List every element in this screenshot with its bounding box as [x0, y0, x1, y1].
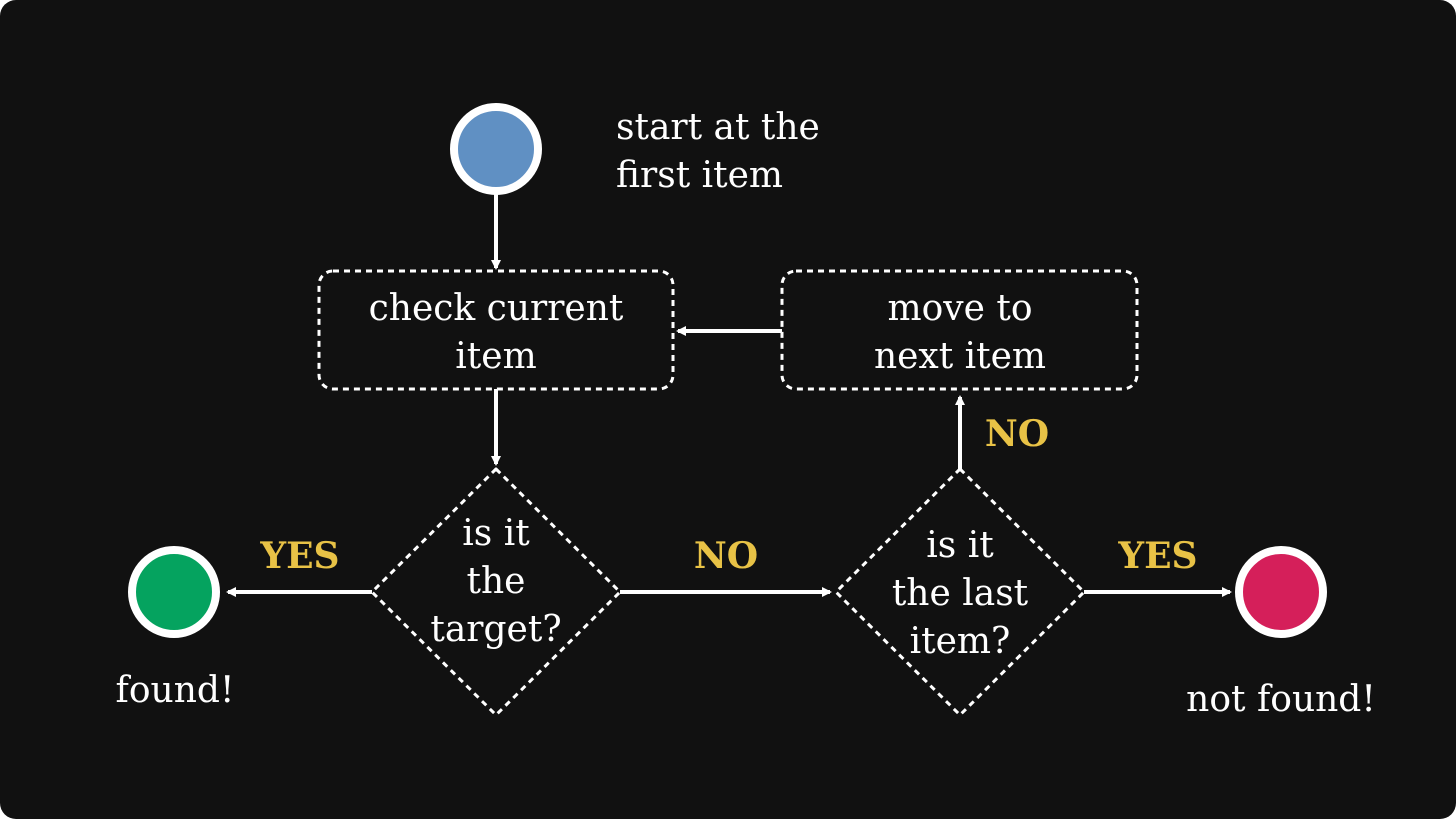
- last-no-label: NO: [985, 413, 1049, 455]
- last-decision-line3: item?: [910, 621, 1011, 662]
- not-found-node: [1235, 546, 1327, 638]
- start-label-line1: start at the: [616, 107, 820, 148]
- move-label-line2: next item: [874, 336, 1046, 377]
- target-decision-line1: is it: [462, 513, 530, 554]
- found-node: [128, 546, 220, 638]
- check-label-line2: item: [455, 336, 536, 377]
- start-node: [450, 103, 542, 195]
- check-label-line1: check current: [369, 288, 624, 329]
- not-found-label: not found!: [1186, 679, 1376, 720]
- target-yes-label: YES: [259, 535, 339, 577]
- last-decision-line2: the last: [892, 573, 1029, 614]
- move-label-line1: move to: [887, 288, 1032, 329]
- target-no-label: NO: [694, 535, 758, 577]
- start-label-line2: first item: [616, 155, 783, 196]
- last-yes-label: YES: [1117, 535, 1197, 577]
- target-decision-line3: target?: [430, 609, 561, 650]
- found-label: found!: [116, 670, 235, 711]
- check-current-item-box: [317, 269, 675, 391]
- last-decision-line1: is it: [926, 525, 994, 566]
- target-decision-line2: the: [467, 561, 526, 602]
